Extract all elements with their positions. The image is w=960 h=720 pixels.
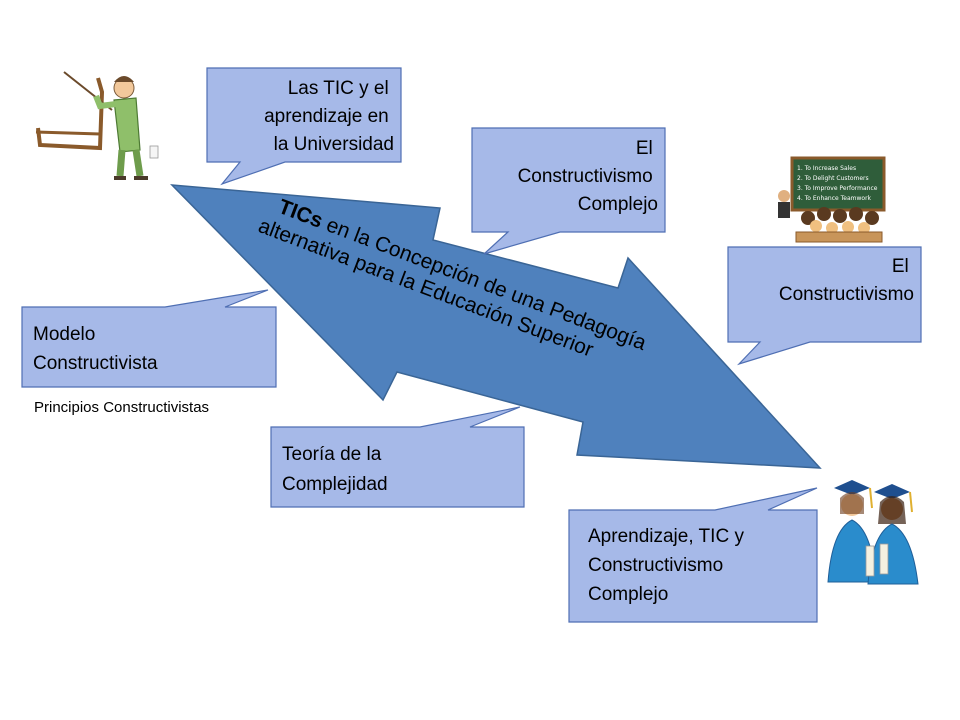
svg-text:El Constructivismo: El Constructivismo <box>779 256 914 305</box>
double-headed-arrow <box>170 184 822 469</box>
svg-text:Teoría de la Complejidad: Teoría de la Complejidad <box>282 444 388 495</box>
callout-universidad-line2: aprendizaje en <box>264 106 389 127</box>
callout-constructivismo-line2: Constructivismo <box>779 284 914 305</box>
board-item-1: 1. To Increase Sales <box>797 165 856 172</box>
graduates-clipart <box>827 480 919 585</box>
callout-universidad-line1: Las TIC y el <box>288 78 389 99</box>
callout-aprendizaje: Aprendizaje, TIC y Constructivismo Compl… <box>568 487 818 623</box>
teacher-clipart <box>35 71 159 180</box>
board-item-4: 4. To Enhance Teamwork <box>797 195 872 202</box>
callout-universidad-line3: la Universidad <box>274 134 394 155</box>
callout-constructivismo-line1: El <box>892 256 909 277</box>
svg-text:1. To Increase Sales 2.: 1. To Increase Sales 2. To Delight Custo… <box>797 165 879 202</box>
svg-text:Modelo Constructivista: Modelo Constructivista <box>33 324 158 374</box>
callout-aprendizaje-line3: Complejo <box>588 584 668 605</box>
callout-aprendizaje-line2: Constructivismo <box>588 555 723 576</box>
board-item-3: 3. To Improve Performance <box>797 185 878 192</box>
callout-complejo-line1: El <box>636 138 653 159</box>
callout-complejo-line3: Complejo <box>578 194 658 215</box>
callout-complejidad-line2: Complejidad <box>282 474 388 495</box>
callout-modelo-line1: Modelo <box>33 324 95 345</box>
callout-universidad: Las TIC y el aprendizaje en la Universid… <box>206 67 402 186</box>
callout-complejidad: Teoría de la Complejidad <box>270 406 525 508</box>
callout-constructivismo-complejo: El Constructivismo Complejo <box>471 127 666 255</box>
classroom-clipart: 1. To Increase Sales 2. To Delight Custo… <box>778 156 886 243</box>
svg-text:Aprendizaje, TIC y Const: Aprendizaje, TIC y Constructivismo Compl… <box>588 526 749 605</box>
callout-constructivismo: El Constructivismo <box>727 246 922 366</box>
svg-text:El Constructivismo: El Constructivismo Complejo <box>518 138 658 215</box>
callout-complejo-line2: Constructivismo <box>518 166 653 187</box>
callout-complejidad-line1: Teoría de la <box>282 444 382 465</box>
principios-label: Principios Constructivistas <box>34 399 210 416</box>
board-item-2: 2. To Delight Customers <box>797 175 869 182</box>
svg-text:Las TIC y el aprendizaje: Las TIC y el aprendizaje en la Universid… <box>264 78 394 155</box>
callout-modelo-line2: Constructivista <box>33 353 158 374</box>
callout-modelo: Modelo Constructivista <box>21 289 277 388</box>
callout-aprendizaje-line1: Aprendizaje, TIC y <box>588 526 744 547</box>
